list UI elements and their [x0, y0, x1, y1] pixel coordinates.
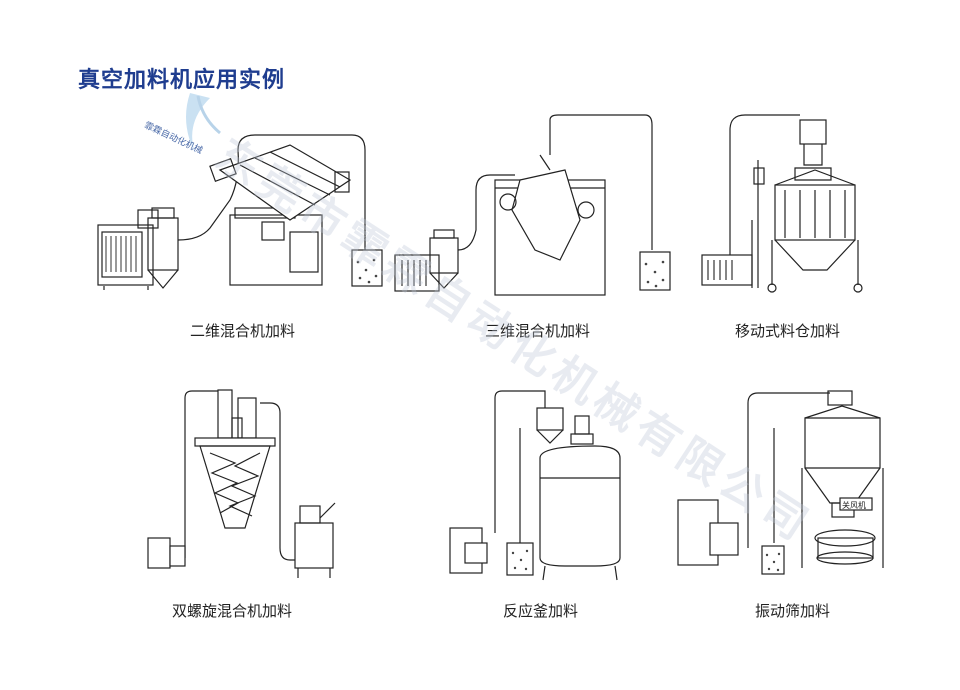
application-caption: 移动式料仓加料: [735, 322, 841, 340]
company-logo: [186, 93, 221, 153]
mobile-silo-illustration: [701, 114, 863, 293]
application-three-dimensional-mixer: 三维混合机加料: [390, 110, 690, 340]
rotary-valve-label: 关风机: [842, 500, 866, 510]
application-vibrating-screen: 关风机 振动筛加料: [670, 388, 900, 620]
application-caption: 振动筛加料: [755, 602, 831, 620]
three-dimensional-mixer-illustration: [394, 114, 671, 296]
application-caption: 三维混合机加料: [485, 322, 591, 340]
application-double-screw-mixer: 双螺旋混合机加料: [140, 388, 370, 620]
reactor-kettle-illustration: [449, 390, 621, 581]
application-reactor-kettle: 反应釜加料: [445, 388, 645, 620]
application-two-dimensional-mixer: 二维混合机加料: [90, 110, 390, 340]
vibrating-screen-illustration: 关风机: [677, 390, 884, 575]
double-screw-mixer-illustration: [147, 389, 336, 578]
two-dimensional-mixer-illustration: [97, 134, 383, 290]
application-caption: 反应釜加料: [503, 602, 579, 620]
application-caption: 二维混合机加料: [190, 322, 296, 340]
application-mobile-silo: 移动式料仓加料: [690, 110, 940, 340]
application-caption: 双螺旋混合机加料: [172, 602, 293, 620]
page-title: 真空加料机应用实例: [78, 68, 286, 93]
